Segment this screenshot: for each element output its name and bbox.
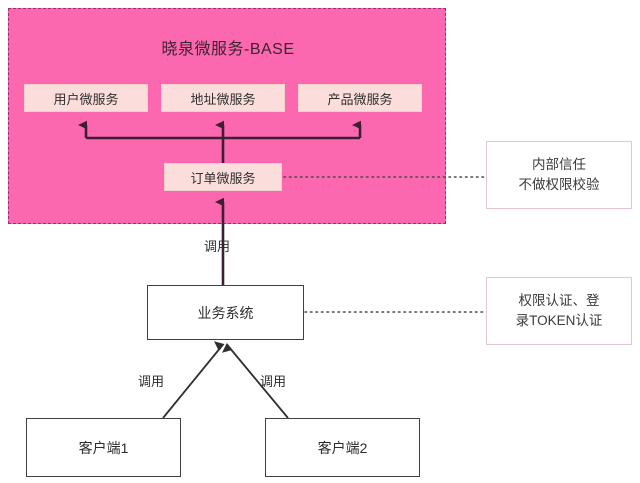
client-label: 客户端1 <box>78 439 129 456</box>
service-box-product[interactable]: 产品微服务 <box>298 84 422 112</box>
microservice-zone: 晓泉微服务-BASE <box>8 8 446 224</box>
edge-label-call-order: 调用 <box>204 239 231 254</box>
note-line-1: 内部信任 <box>532 157 586 173</box>
client-label: 客户端2 <box>317 439 368 456</box>
zone-title: 晓泉微服务-BASE <box>161 41 295 58</box>
service-label: 地址微服务 <box>190 91 256 107</box>
business-system-box[interactable]: 业务系统 <box>147 285 304 340</box>
service-box-order[interactable]: 订单微服务 <box>164 163 282 191</box>
client-box-1[interactable]: 客户端1 <box>26 418 181 477</box>
service-label: 用户微服务 <box>53 91 119 107</box>
note-line-2: 不做权限校验 <box>518 177 600 192</box>
note-line-2: 录TOKEN认证 <box>515 313 603 328</box>
edge-label-call-client1: 调用 <box>138 374 165 389</box>
service-label: 订单微服务 <box>190 170 256 186</box>
edge-label-call-client2: 调用 <box>260 374 287 389</box>
service-box-address[interactable]: 地址微服务 <box>161 84 285 112</box>
note-internal-trust: 内部信任 不做权限校验 <box>486 141 632 209</box>
service-box-user[interactable]: 用户微服务 <box>24 84 148 112</box>
note-line-1: 权限认证、登 <box>518 293 600 309</box>
client-box-2[interactable]: 客户端2 <box>265 418 420 477</box>
service-label: 产品微服务 <box>327 91 393 107</box>
note-auth-token: 权限认证、登 录TOKEN认证 <box>486 277 632 345</box>
business-system-label: 业务系统 <box>197 304 254 321</box>
